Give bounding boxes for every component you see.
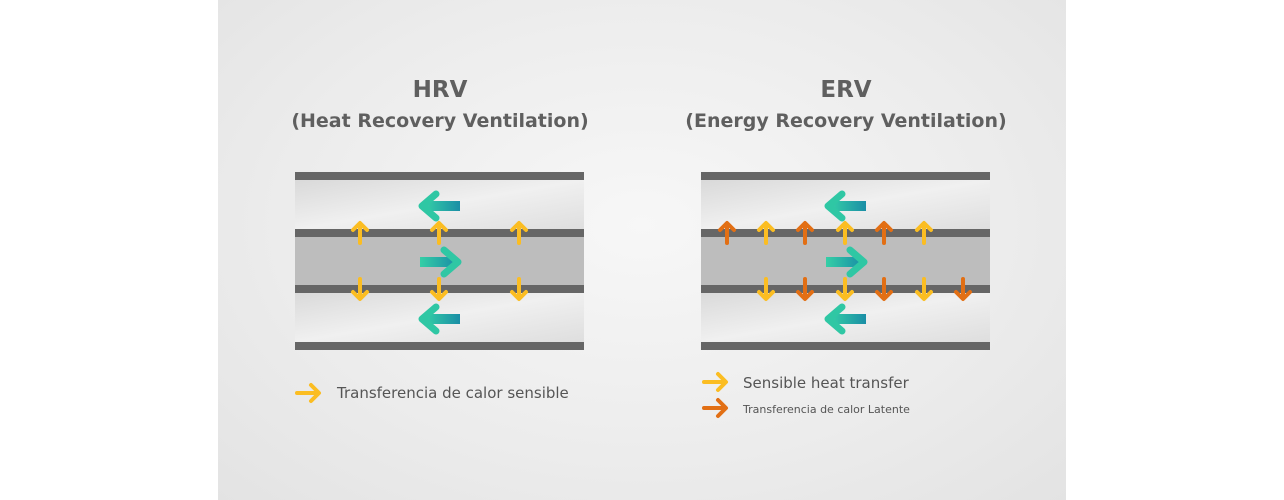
erv-legend-sensible-label: Sensible heat transfer bbox=[743, 374, 909, 392]
erv-latent-up-2 bbox=[796, 221, 814, 245]
erv-latent-up-0 bbox=[718, 221, 736, 245]
erv-airflow-bottom bbox=[824, 303, 866, 335]
erv-sensible-up-3-head bbox=[836, 221, 854, 232]
erv-sensible-down-0 bbox=[757, 277, 775, 301]
hrv-legend-sensible-icon-head bbox=[309, 383, 321, 403]
hrv-sensible-down-1-head bbox=[430, 290, 448, 301]
erv-airflow-middle bbox=[826, 246, 868, 278]
hrv-airflow-top bbox=[418, 190, 460, 222]
erv-airflow-bottom-tail bbox=[830, 314, 866, 324]
erv-airflow-middle-tail bbox=[826, 257, 862, 267]
erv-wall-0 bbox=[701, 172, 990, 180]
erv-airflow-top-head bbox=[824, 190, 846, 222]
erv-airflow-middle-head bbox=[846, 246, 868, 278]
erv-legend-sensible-icon-head bbox=[716, 372, 728, 392]
erv-latent-up-0-head bbox=[718, 221, 736, 232]
erv-sensible-up-5 bbox=[915, 221, 933, 245]
erv-latent-down-3-head bbox=[875, 290, 893, 301]
erv-title: ERV bbox=[820, 77, 872, 103]
erv-sensible-down-0-head bbox=[757, 290, 775, 301]
hrv-airflow-middle-tail bbox=[420, 257, 456, 267]
erv-sensible-up-1-head bbox=[757, 221, 775, 232]
erv-latent-up-4 bbox=[875, 221, 893, 245]
hrv-legend-sensible-icon bbox=[295, 383, 321, 403]
hrv-airflow-bottom-tail bbox=[424, 314, 460, 324]
erv-exchanger bbox=[701, 172, 990, 350]
hrv-sensible-down-2 bbox=[510, 277, 528, 301]
hrv-sensible-down-0-head bbox=[351, 290, 369, 301]
erv-sensible-up-1 bbox=[757, 221, 775, 245]
erv-subtitle: (Energy Recovery Ventilation) bbox=[685, 110, 1007, 132]
erv-latent-down-1-head bbox=[796, 290, 814, 301]
erv-legend-sensible-icon bbox=[702, 372, 728, 392]
hrv-airflow-bottom bbox=[418, 303, 460, 335]
hrv-sensible-up-0-head bbox=[351, 221, 369, 232]
hrv-wall-3 bbox=[295, 342, 584, 350]
erv-legend-latent-label: Transferencia de calor Latente bbox=[743, 403, 910, 416]
hrv-airflow-top-tail bbox=[424, 201, 460, 211]
hrv-heading: HRV (Heat Recovery Ventilation) bbox=[270, 76, 610, 134]
erv-sensible-up-5-head bbox=[915, 221, 933, 232]
hrv-airflow-middle bbox=[420, 246, 462, 278]
legend-icons bbox=[295, 372, 728, 418]
hrv-title: HRV bbox=[412, 77, 468, 103]
erv-legend-latent-icon bbox=[702, 398, 728, 418]
erv-airflow-top bbox=[824, 190, 866, 222]
hrv-sensible-down-0 bbox=[351, 277, 369, 301]
erv-latent-down-5-head bbox=[954, 290, 972, 301]
erv-latent-up-4-head bbox=[875, 221, 893, 232]
hrv-airflow-top-head bbox=[418, 190, 440, 222]
erv-latent-down-5 bbox=[954, 277, 972, 301]
hrv-airflow-bottom-head bbox=[418, 303, 440, 335]
erv-sensible-down-4 bbox=[915, 277, 933, 301]
hrv-exchanger bbox=[295, 172, 584, 350]
hrv-sensible-up-2 bbox=[510, 221, 528, 245]
erv-latent-down-3 bbox=[875, 277, 893, 301]
erv-sensible-down-2-head bbox=[836, 290, 854, 301]
hrv-wall-0 bbox=[295, 172, 584, 180]
erv-sensible-up-3 bbox=[836, 221, 854, 245]
erv-wall-3 bbox=[701, 342, 990, 350]
hrv-sensible-down-1 bbox=[430, 277, 448, 301]
hrv-sensible-up-1-head bbox=[430, 221, 448, 232]
hrv-airflow-middle-head bbox=[440, 246, 462, 278]
erv-latent-up-2-head bbox=[796, 221, 814, 232]
erv-legend-latent-icon-head bbox=[716, 398, 728, 418]
erv-heading: ERV (Energy Recovery Ventilation) bbox=[676, 76, 1016, 134]
erv-sensible-down-4-head bbox=[915, 290, 933, 301]
hrv-sensible-down-2-head bbox=[510, 290, 528, 301]
hrv-subtitle: (Heat Recovery Ventilation) bbox=[291, 110, 589, 132]
hrv-sensible-up-2-head bbox=[510, 221, 528, 232]
hrv-legend-sensible-label: Transferencia de calor sensible bbox=[337, 384, 569, 402]
erv-airflow-bottom-head bbox=[824, 303, 846, 335]
hrv-sensible-up-0 bbox=[351, 221, 369, 245]
hrv-sensible-up-1 bbox=[430, 221, 448, 245]
erv-latent-down-1 bbox=[796, 277, 814, 301]
erv-airflow-top-tail bbox=[830, 201, 866, 211]
erv-sensible-down-2 bbox=[836, 277, 854, 301]
